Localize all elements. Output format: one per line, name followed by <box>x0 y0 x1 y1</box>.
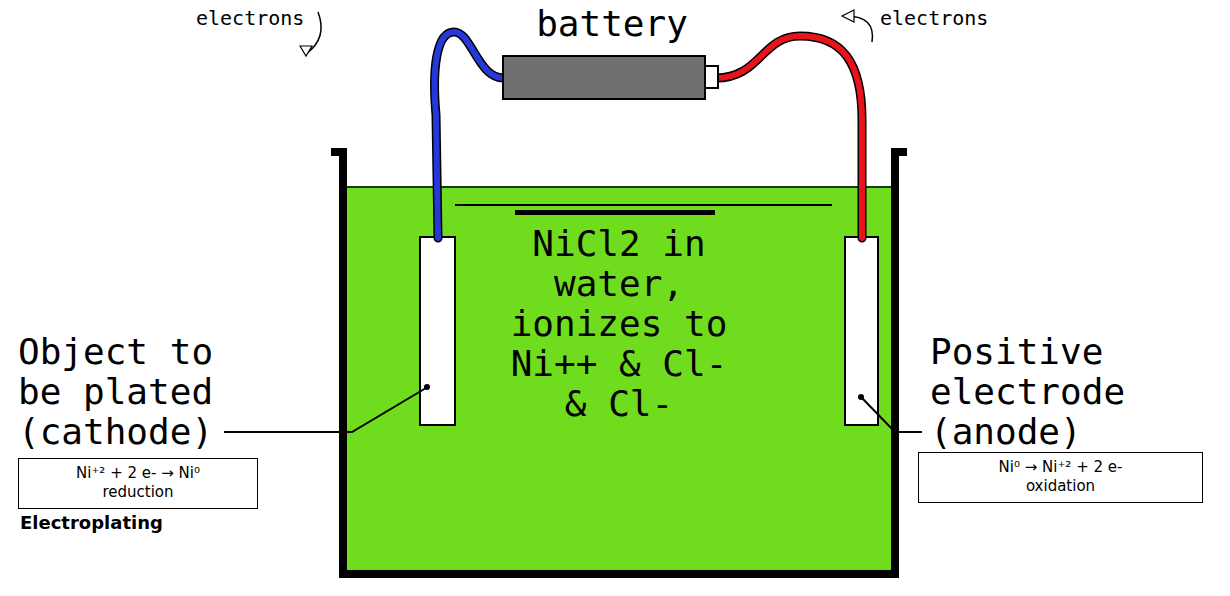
anode-electrode <box>845 237 878 425</box>
arrow-head <box>300 46 312 56</box>
blue-wire <box>435 32 505 238</box>
wire-outline <box>435 32 505 238</box>
red-wire <box>716 36 862 238</box>
reaction-type: oxidation <box>927 477 1194 496</box>
leader-dot <box>424 384 430 390</box>
diagram-title: Electroplating <box>20 512 163 534</box>
beaker <box>331 152 907 574</box>
battery-terminal <box>705 66 718 88</box>
battery-body <box>503 56 705 99</box>
liquid-surface <box>343 186 895 188</box>
solution-region: NiCl2 in water, ionizes to Ni++ & Cl- & … <box>347 224 891 424</box>
battery-label: battery <box>527 4 697 44</box>
reaction-type: reduction <box>27 483 249 502</box>
electrons-label: electrons <box>196 6 316 30</box>
wire-outline <box>716 36 862 238</box>
arrow-head <box>842 10 854 22</box>
reaction-box: Ni⁰ → Ni⁺² + 2 e-oxidation <box>918 452 1203 503</box>
reaction-box: Ni⁺² + 2 e- → Ni⁰reduction <box>18 458 258 509</box>
leader-dot <box>858 394 864 400</box>
half-reaction: Ni⁰ → Ni⁺² + 2 e- <box>927 458 1194 477</box>
solution-text: NiCl2 in water, ionizes to Ni++ & Cl- & … <box>506 224 732 424</box>
leader-line <box>862 398 922 432</box>
electrons-label: electrons <box>880 6 1010 30</box>
surface-line <box>455 204 832 206</box>
solution-fill <box>347 187 891 571</box>
cathode-electrode <box>420 237 455 425</box>
anode-label: Positive electrode (anode) <box>930 332 1156 452</box>
leader-line <box>224 388 426 432</box>
half-reaction: Ni⁺² + 2 e- → Ni⁰ <box>27 464 249 483</box>
surface-bar <box>515 210 715 215</box>
cathode-label: Object to be plated (cathode) <box>18 332 244 452</box>
